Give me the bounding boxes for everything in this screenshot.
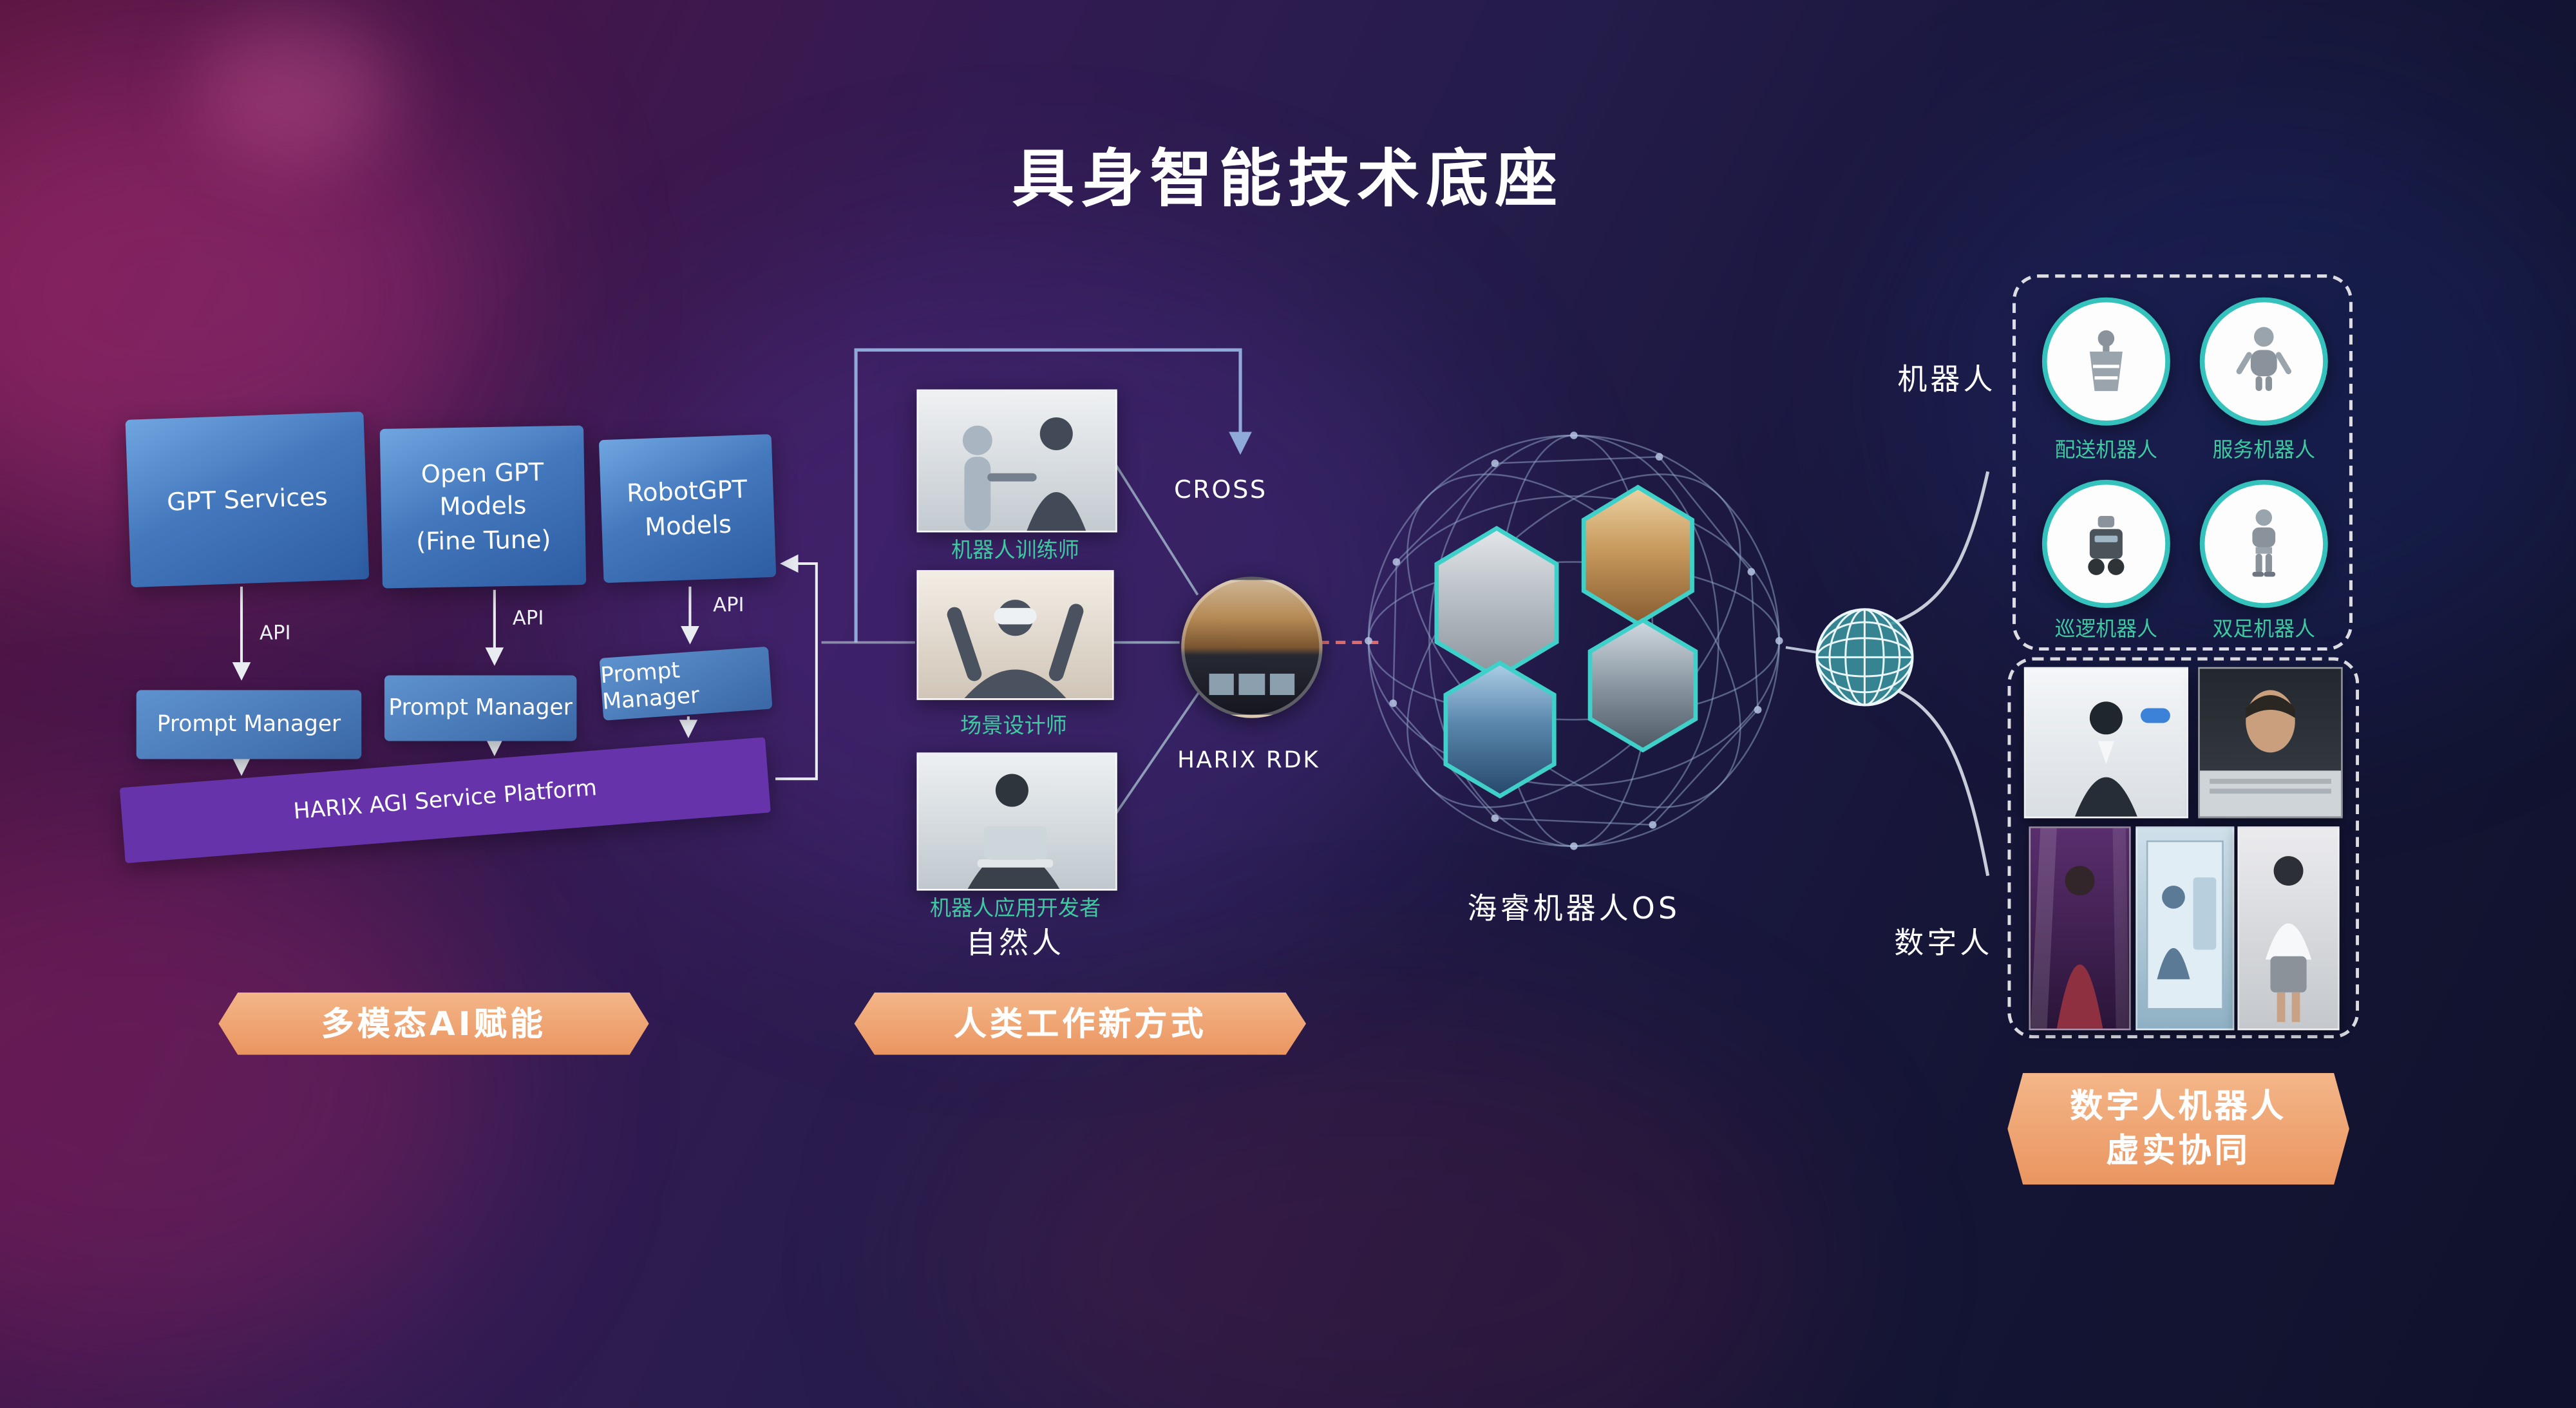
photo-caption: 机器人应用开发者 [929,897,1101,922]
patrol-robot-icon [2041,479,2170,608]
banner-multimodal-ai: 多模态AI赋能 [218,992,649,1055]
service-robot-glyph [2236,327,2292,392]
scene-hexagon-industrial [1443,660,1557,799]
robot-group-label: 机器人 [1897,363,1996,398]
robot-caption: 服务机器人 [2212,437,2315,462]
bipedal-robot-glyph [2252,509,2276,577]
gpt-box-label: Open GPT Models [421,457,544,522]
scene-hexagon-office [1587,618,1698,753]
prompt-manager-box: Prompt Manager [136,690,362,759]
robot-caption: 巡逻机器人 [2054,616,2158,641]
photo-scene-designer [916,570,1114,700]
delivery-robot-glyph [2089,330,2123,392]
wireframe-sphere [1365,432,1783,850]
presenter-silhouette [2074,701,2170,817]
developer-silhouette [967,774,1060,890]
api-label: API [512,606,544,630]
globe-icon [1814,606,1915,708]
digital-human-girl-image [2237,826,2340,1031]
robot-trainer-silhouette [962,417,1086,531]
robot-caption: 配送机器人 [2054,437,2158,462]
harix-rdk-image [1181,576,1323,718]
api-label: API [713,593,744,616]
gpt-box-label: (Fine Tune) [415,524,551,557]
prompt-manager-box: Prompt Manager [599,646,773,721]
banner-virtual-real-collab: 数字人机器人 虚实协同 [2007,1072,2349,1185]
bipedal-robot-icon [2199,479,2328,608]
robotgpt-models-box: RobotGPT Models [598,433,777,584]
digital-human-stage-image [2029,826,2131,1031]
robot-caption: 双足机器人 [2212,616,2315,641]
video-call-face [2199,690,2342,817]
natural-person-label: 自然人 [965,926,1065,962]
harix-rdk-label: HARIX RDK [1177,747,1320,774]
page-title: 具身智能技术底座 [1012,142,1564,216]
digital-human-video-call-image [2198,667,2343,819]
banner-human-work: 人类工作新方式 [854,992,1307,1055]
digital-human-group-label: 数字人 [1894,926,1993,962]
robot-group-box [2012,274,2353,651]
api-label: API [260,621,291,644]
network-sphere [1363,430,1784,851]
gpt-box-label: Models [644,508,732,542]
delivery-robot-icon [2041,297,2170,426]
gpt-box-label: GPT Services [166,481,328,517]
photo-caption: 场景设计师 [960,714,1067,739]
scene-hexagon-wood-floor [1581,484,1694,626]
digital-human-presenter-image [2023,667,2188,819]
rdk-screens-detail [1208,674,1295,695]
service-robot-icon [2199,297,2328,426]
girl-figure [2265,856,2312,1022]
patrol-robot-glyph [2088,516,2125,575]
photo-robot-trainer [916,389,1117,533]
cross-label: CROSS [1174,475,1267,505]
gpt-box-label: RobotGPT [626,475,748,509]
prompt-manager-box: Prompt Manager [384,675,577,741]
open-gpt-models-box: Open GPT Models (Fine Tune) [379,425,587,589]
banner-line: 数字人机器人 [2070,1086,2287,1126]
digital-human-group-box [2007,657,2360,1039]
harix-os-label: 海睿机器人OS [1467,892,1681,927]
gpt-services-box: GPT Services [125,412,370,587]
globe-icon-svg [1815,608,1914,707]
digital-human-kiosk-image [2136,826,2235,1031]
photo-caption: 机器人训练师 [951,538,1080,564]
kiosk-screen [2146,840,2224,1010]
scene-hexagon-living-room [1434,526,1559,681]
stage-figure [2031,828,2130,1029]
photo-app-developer [916,752,1117,891]
vr-designer-silhouette [947,600,1084,699]
banner-line: 虚实协同 [2106,1130,2251,1170]
